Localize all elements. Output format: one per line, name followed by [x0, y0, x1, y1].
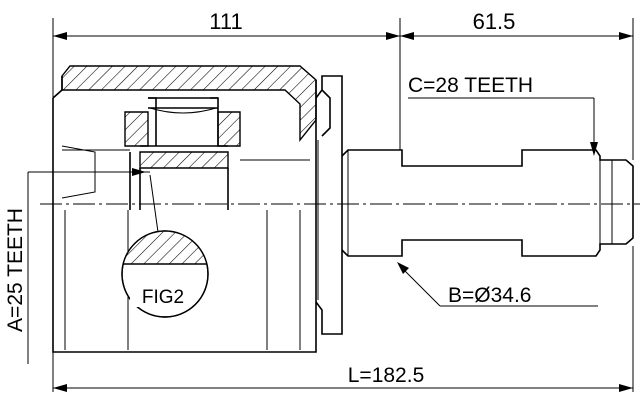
leader-c-spline: C=28 TEETH — [408, 74, 598, 156]
fig2-detail: FIG2 — [121, 174, 209, 318]
fig2-label: FIG2 — [142, 287, 184, 308]
dimension-111: 111 — [53, 9, 400, 40]
outer-housing — [52, 65, 343, 353]
extension-lines — [52, 18, 634, 392]
leader-b-diameter: B=Ø34.6 — [397, 262, 598, 307]
dimension-61-5-text: 61.5 — [473, 9, 516, 34]
output-shaft — [341, 149, 634, 257]
diameter-b-label: B=Ø34.6 — [448, 284, 531, 307]
dimension-l: L=182.5 — [53, 364, 633, 392]
leader-a-spline: A=25 TEETH — [4, 168, 146, 364]
dimension-111-text: 111 — [209, 9, 242, 34]
dimension-61-5: 61.5 — [400, 9, 633, 40]
length-l-label: L=182.5 — [348, 364, 425, 387]
spline-c-label: C=28 TEETH — [408, 74, 533, 97]
tripod-assembly — [61, 97, 310, 210]
spline-a-label: A=25 TEETH — [4, 208, 27, 332]
